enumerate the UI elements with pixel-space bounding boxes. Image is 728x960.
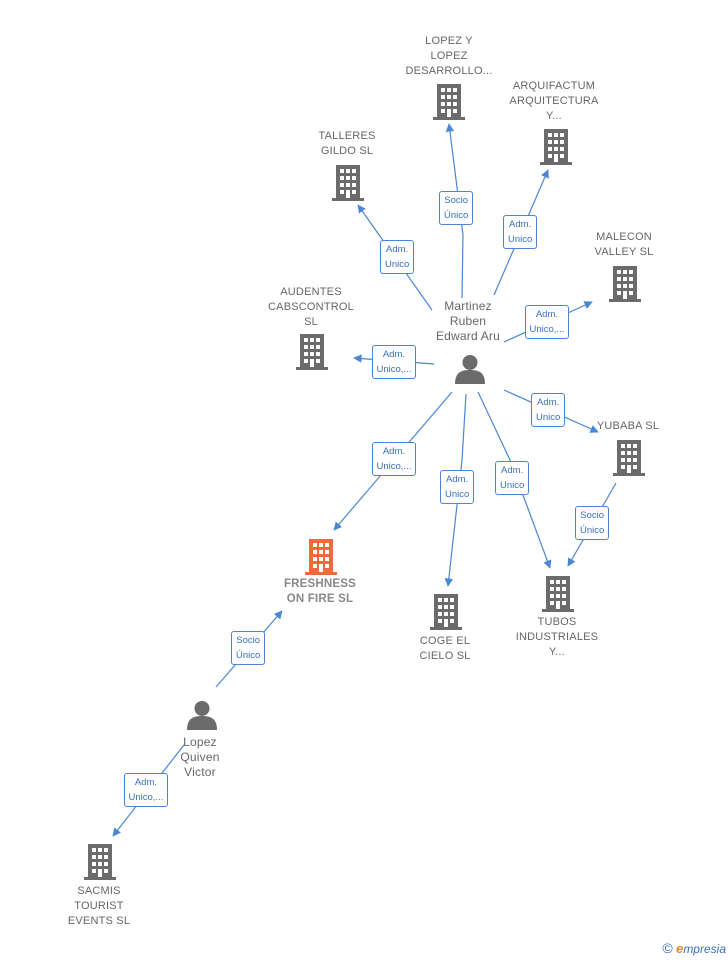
- edge-label[interactable]: Adm. Unico: [440, 470, 475, 504]
- brand-name: mpresia: [683, 942, 726, 956]
- edge-label[interactable]: Adm. Unico,...: [371, 345, 417, 379]
- node-label-lopez-quiven[interactable]: Lopez Quiven Victor: [180, 734, 220, 779]
- edge-label[interactable]: Adm. Unico: [495, 461, 530, 495]
- building-icon-arquifactum[interactable]: [540, 129, 572, 165]
- person-icon-martinez-ruben[interactable]: [455, 354, 485, 384]
- edge-label[interactable]: Adm. Unico,...: [371, 442, 417, 476]
- building-icon-sacmis[interactable]: [84, 844, 116, 880]
- brand-initial: e: [676, 941, 684, 956]
- copyright-symbol: ©: [662, 940, 673, 956]
- node-label-malecon-valley[interactable]: MALECON VALLEY SL: [594, 231, 654, 258]
- node-label-tubos[interactable]: TUBOS INDUSTRIALES Y...: [515, 615, 599, 658]
- node-label-talleres-gildo[interactable]: TALLERES GILDO SL: [318, 130, 376, 157]
- building-icon-coge-el-cielo[interactable]: [430, 594, 462, 630]
- edge-martinez-ruben-to-coge-el-cielo: [444, 393, 467, 587]
- building-icon-freshness[interactable]: [305, 539, 337, 575]
- edge-label[interactable]: Adm. Unico: [531, 393, 566, 427]
- node-label-arquifactum[interactable]: ARQUIFACTUM ARQUITECTURA Y...: [509, 79, 599, 122]
- node-label-lopez-y-lopez[interactable]: LOPEZ Y LOPEZ DESARROLLO...: [405, 34, 493, 77]
- edge-label[interactable]: Socio Único: [439, 191, 474, 225]
- building-icon-malecon-valley[interactable]: [609, 266, 641, 302]
- node-label-martinez-ruben[interactable]: Martinez Ruben Edward Aru: [435, 298, 501, 343]
- building-icon-audentes[interactable]: [296, 334, 328, 370]
- node-label-coge-el-cielo[interactable]: COGE EL CIELO SL: [419, 635, 471, 662]
- empresia-logo[interactable]: © empresia: [662, 940, 726, 956]
- edge-martinez-ruben-to-tubos: [477, 391, 552, 569]
- building-icon-talleres-gildo[interactable]: [332, 165, 364, 201]
- node-label-freshness[interactable]: FRESHNESS ON FIRE SL: [283, 578, 357, 605]
- edge-label[interactable]: Socio Único: [231, 631, 266, 665]
- edge-label[interactable]: Adm. Unico,...: [524, 305, 570, 339]
- building-icon-yubaba[interactable]: [613, 440, 645, 476]
- edge-label[interactable]: Adm. Unico: [380, 240, 415, 274]
- edge-martinez-ruben-to-lopez-y-lopez: [445, 123, 464, 299]
- node-label-sacmis[interactable]: SACMIS TOURIST EVENTS SL: [67, 884, 131, 927]
- node-label-audentes[interactable]: AUDENTES CABSCONTROL SL: [268, 285, 354, 328]
- edge-label[interactable]: Adm. Unico,...: [123, 773, 169, 807]
- building-icon-tubos[interactable]: [542, 576, 574, 612]
- edge-label[interactable]: Adm. Unico: [503, 215, 538, 249]
- edge-label[interactable]: Socio Único: [575, 506, 610, 540]
- person-icon-lopez-quiven[interactable]: [187, 700, 217, 730]
- node-label-yubaba[interactable]: YUBABA SL: [596, 419, 660, 432]
- building-icon-lopez-y-lopez[interactable]: [433, 84, 465, 120]
